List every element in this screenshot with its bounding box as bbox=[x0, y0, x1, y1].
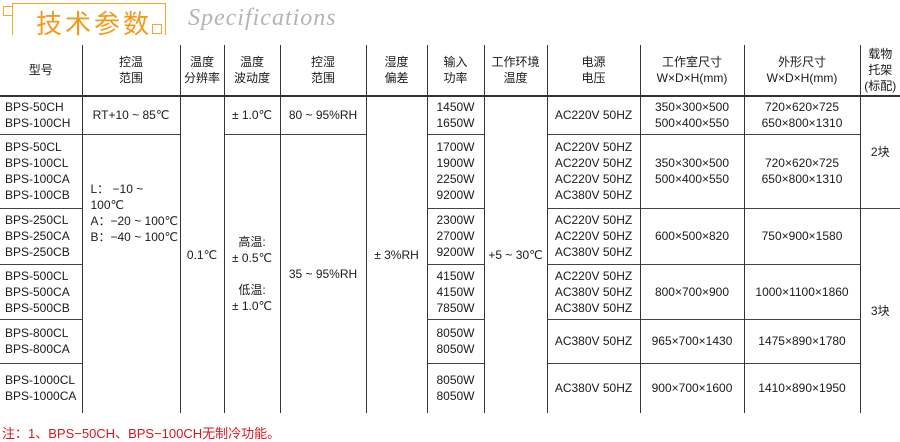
title-corner-ornament bbox=[3, 6, 13, 16]
power-cell: 4150W 4150W 7850W bbox=[426, 263, 485, 319]
header-power: 输入 功率 bbox=[426, 45, 485, 96]
table-row: BPS-500CL BPS-500CA BPS-500CB 4150W 4150… bbox=[0, 263, 900, 319]
table-row: BPS-800CL BPS-800CA 8050W 8050W AC380V 5… bbox=[0, 318, 900, 363]
inner-size-cell: 800×700×900 bbox=[639, 263, 745, 319]
title-frame bbox=[12, 3, 166, 35]
outer-size-cell: 1000×1100×1860 bbox=[743, 263, 861, 319]
table-row: BPS-50CL BPS-100CL BPS-100CA BPS-100CB L… bbox=[0, 133, 900, 413]
power-cell: 1700W 1900W 2250W 9200W bbox=[426, 133, 485, 208]
model-cell: BPS-50CL BPS-100CL BPS-100CA BPS-100CB bbox=[0, 133, 83, 208]
model-cell: BPS-500CL BPS-500CA BPS-500CB bbox=[0, 263, 83, 319]
power-cell: 2300W 2700W 9200W bbox=[426, 207, 485, 264]
fluctuation-cell: ± 1.0℃ bbox=[223, 95, 281, 134]
header-model: 型号 bbox=[0, 45, 83, 96]
power-cell: 8050W 8050W bbox=[426, 362, 485, 413]
inner-size-cell: 350×300×500 500×400×550 bbox=[639, 133, 745, 208]
shelves-cell: 2块 bbox=[859, 95, 900, 208]
voltage-cell: AC220V 50HZ AC380V 50HZ AC380V 50HZ bbox=[546, 263, 641, 319]
header-shelves: 载物 托架 (标配) bbox=[859, 45, 900, 96]
outer-size-cell: 720×620×725 650×800×1310 bbox=[743, 95, 861, 134]
inner-size-cell: 965×700×1430 bbox=[639, 318, 745, 363]
model-cell: BPS-1000CL BPS-1000CA bbox=[0, 362, 83, 413]
page-title: 技术参数 bbox=[36, 10, 153, 40]
outer-size-cell: 1410×890×1950 bbox=[743, 362, 861, 413]
env-temp-cell: +5 ~ 30℃ bbox=[483, 95, 548, 413]
table-row: BPS-50CH BPS-100CH RT+10 ~ 85℃ 0.1℃ ± 1.… bbox=[0, 95, 900, 413]
page-subtitle: Specifications bbox=[188, 5, 337, 31]
header-temp-range: 控温 范围 bbox=[81, 45, 181, 96]
power-cell: 8050W 8050W bbox=[426, 318, 485, 363]
model-cell: BPS-250CL BPS-250CA BPS-250CB bbox=[0, 207, 83, 264]
humidity-range-cell: 80 ~ 95%RH bbox=[279, 95, 367, 134]
voltage-cell: AC220V 50HZ bbox=[546, 95, 641, 134]
model-cell: BPS-800CL BPS-800CA bbox=[0, 318, 83, 363]
temp-range-cell: L： −10 ~ 100℃ A：−20 ~ 100℃ B：−40 ~ 100℃ bbox=[81, 133, 181, 413]
inner-size-cell: 600×500×820 bbox=[639, 207, 745, 264]
header-humidity-range: 控湿 范围 bbox=[279, 45, 367, 96]
header-row: 型号 控温 范围 温度 分辨率 温度 波动度 控湿 范围 湿度 偏差 输入 功率… bbox=[0, 45, 900, 96]
header-humidity-deviation: 湿度 偏差 bbox=[365, 45, 428, 96]
outer-size-cell: 750×900×1580 bbox=[743, 207, 861, 264]
voltage-cell: AC220V 50HZ AC220V 50HZ AC380V 50HZ bbox=[546, 207, 641, 264]
humidity-range-cell: 35 ~ 95%RH bbox=[279, 133, 367, 413]
humidity-deviation-cell: ± 3%RH bbox=[365, 95, 428, 413]
header-outer-size: 外形尺寸 W×D×H(mm) bbox=[743, 45, 861, 96]
header-voltage: 电源 电压 bbox=[546, 45, 641, 96]
header-fluctuation: 温度 波动度 bbox=[223, 45, 281, 96]
voltage-cell: AC220V 50HZ AC220V 50HZ AC220V 50HZ AC38… bbox=[546, 133, 641, 208]
resolution-cell: 0.1℃ bbox=[179, 95, 225, 413]
power-cell: 1450W 1650W bbox=[426, 95, 485, 134]
outer-size-cell: 720×620×725 650×800×1310 bbox=[743, 133, 861, 208]
spec-table: 型号 控温 范围 温度 分辨率 温度 波动度 控湿 范围 湿度 偏差 输入 功率… bbox=[0, 45, 900, 413]
footnote: 注：1、BPS−50CH、BPS−100CH无制冷功能。 bbox=[2, 426, 281, 441]
inner-size-cell: 900×700×1600 bbox=[639, 362, 745, 413]
fluctuation-cell: 高温: ± 0.5℃ 低温: ± 1.0℃ bbox=[223, 133, 281, 413]
header-resolution: 温度 分辨率 bbox=[179, 45, 225, 96]
model-cell: BPS-50CH BPS-100CH bbox=[0, 95, 83, 134]
table-row: BPS-1000CL BPS-1000CA 8050W 8050W AC380V… bbox=[0, 362, 900, 413]
outer-size-cell: 1475×890×1780 bbox=[743, 318, 861, 363]
shelves-cell: 3块 bbox=[859, 207, 900, 413]
header-env-temp: 工作环境 温度 bbox=[483, 45, 548, 96]
header-inner-size: 工作室尺寸 W×D×H(mm) bbox=[639, 45, 745, 96]
inner-size-cell: 350×300×500 500×400×550 bbox=[639, 95, 745, 134]
voltage-cell: AC380V 50HZ bbox=[546, 318, 641, 363]
table-row: BPS-250CL BPS-250CA BPS-250CB 2300W 2700… bbox=[0, 207, 900, 413]
title-corner-ornament bbox=[152, 24, 162, 34]
temp-range-cell: RT+10 ~ 85℃ bbox=[81, 95, 181, 134]
voltage-cell: AC380V 50HZ bbox=[546, 362, 641, 413]
